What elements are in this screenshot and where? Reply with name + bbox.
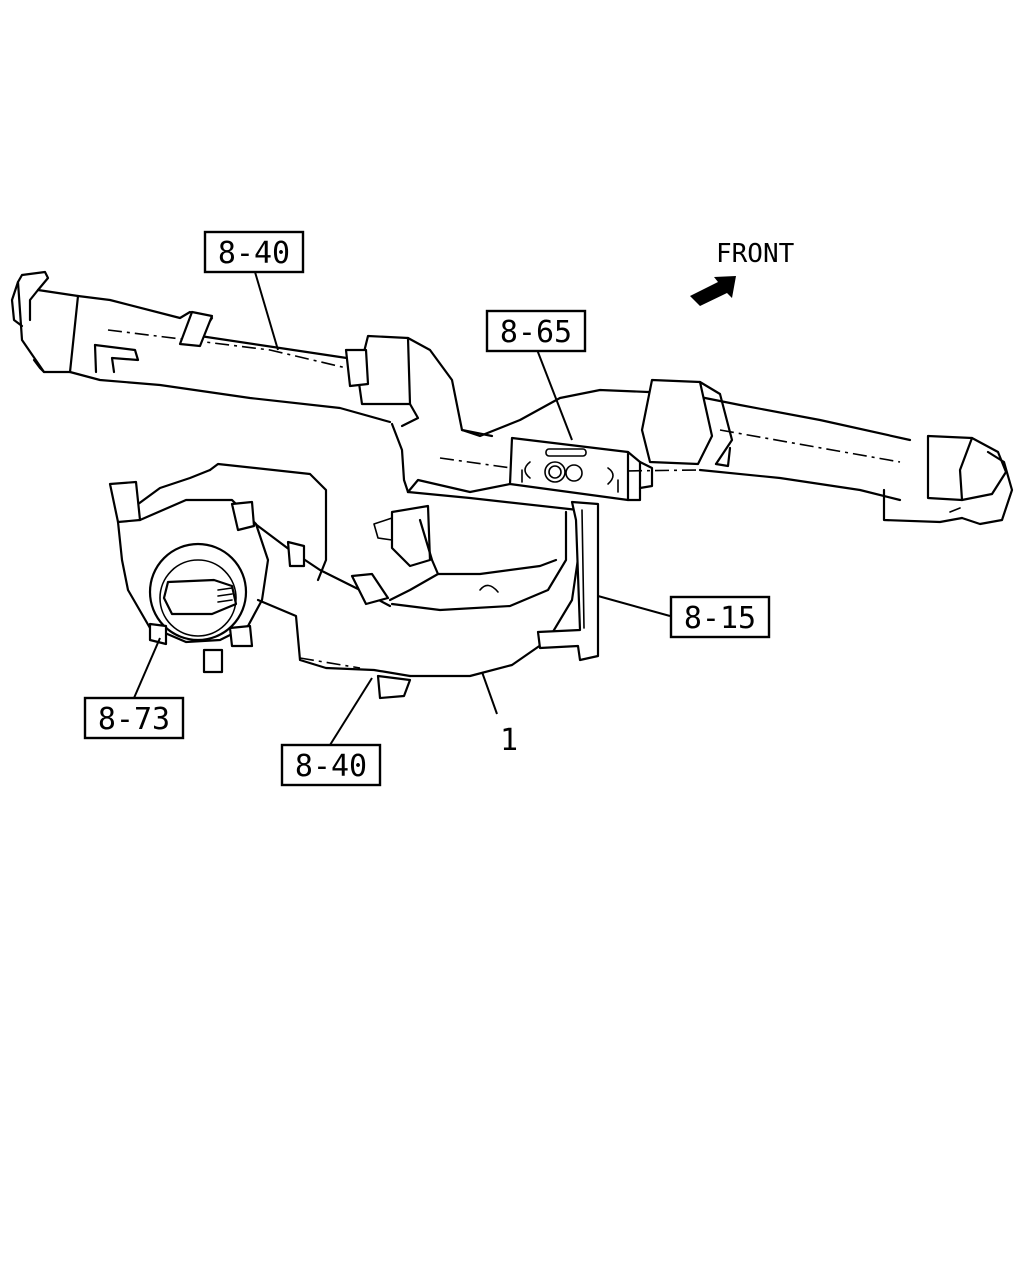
callout-item-1: 1 <box>500 723 518 758</box>
callout-label: 8-40 <box>218 236 290 271</box>
front-label: FRONT <box>716 239 795 269</box>
heater-unit-case <box>373 478 600 700</box>
item-number: 1 <box>500 723 518 758</box>
callout-8-65: 8-65 <box>485 309 587 353</box>
callout-8-40-upper: 8-40 <box>203 230 305 274</box>
callout-label: 8-73 <box>98 702 170 737</box>
callout-8-73: 8-73 <box>83 696 185 740</box>
callout-label: 8-40 <box>295 749 367 784</box>
callout-label: 8-65 <box>500 315 572 350</box>
arrow-icon <box>690 276 736 306</box>
heater-control-panel <box>508 436 654 502</box>
callout-8-40-lower: 8-40 <box>280 743 382 787</box>
leader-lines <box>133 271 671 746</box>
front-direction-indicator: FRONT <box>690 239 795 306</box>
callout-8-15: 8-15 <box>669 595 771 639</box>
callout-label: 8-15 <box>684 601 756 636</box>
upper-duct-assembly <box>10 270 1014 526</box>
blower-unit <box>108 462 412 678</box>
